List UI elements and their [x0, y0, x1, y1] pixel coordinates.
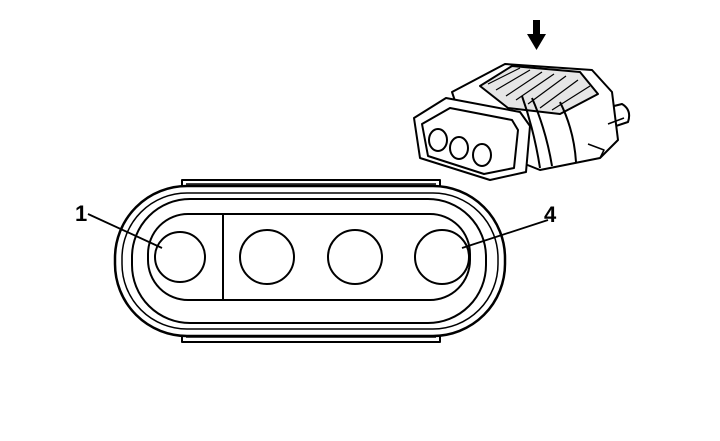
- pin-1: [154, 231, 206, 283]
- connector-face: [113, 179, 507, 343]
- leader-line-4: [461, 219, 549, 249]
- down-arrow-icon: [527, 20, 546, 50]
- connector-plug-icon: [413, 63, 631, 181]
- pin-3: [327, 229, 383, 285]
- leader-line-1: [87, 213, 163, 249]
- pin-holes: [154, 229, 470, 285]
- pin-label-4: 4: [544, 202, 557, 227]
- pin-4: [414, 229, 470, 285]
- pin-2: [239, 229, 295, 285]
- pin-label-1: 1: [75, 201, 87, 226]
